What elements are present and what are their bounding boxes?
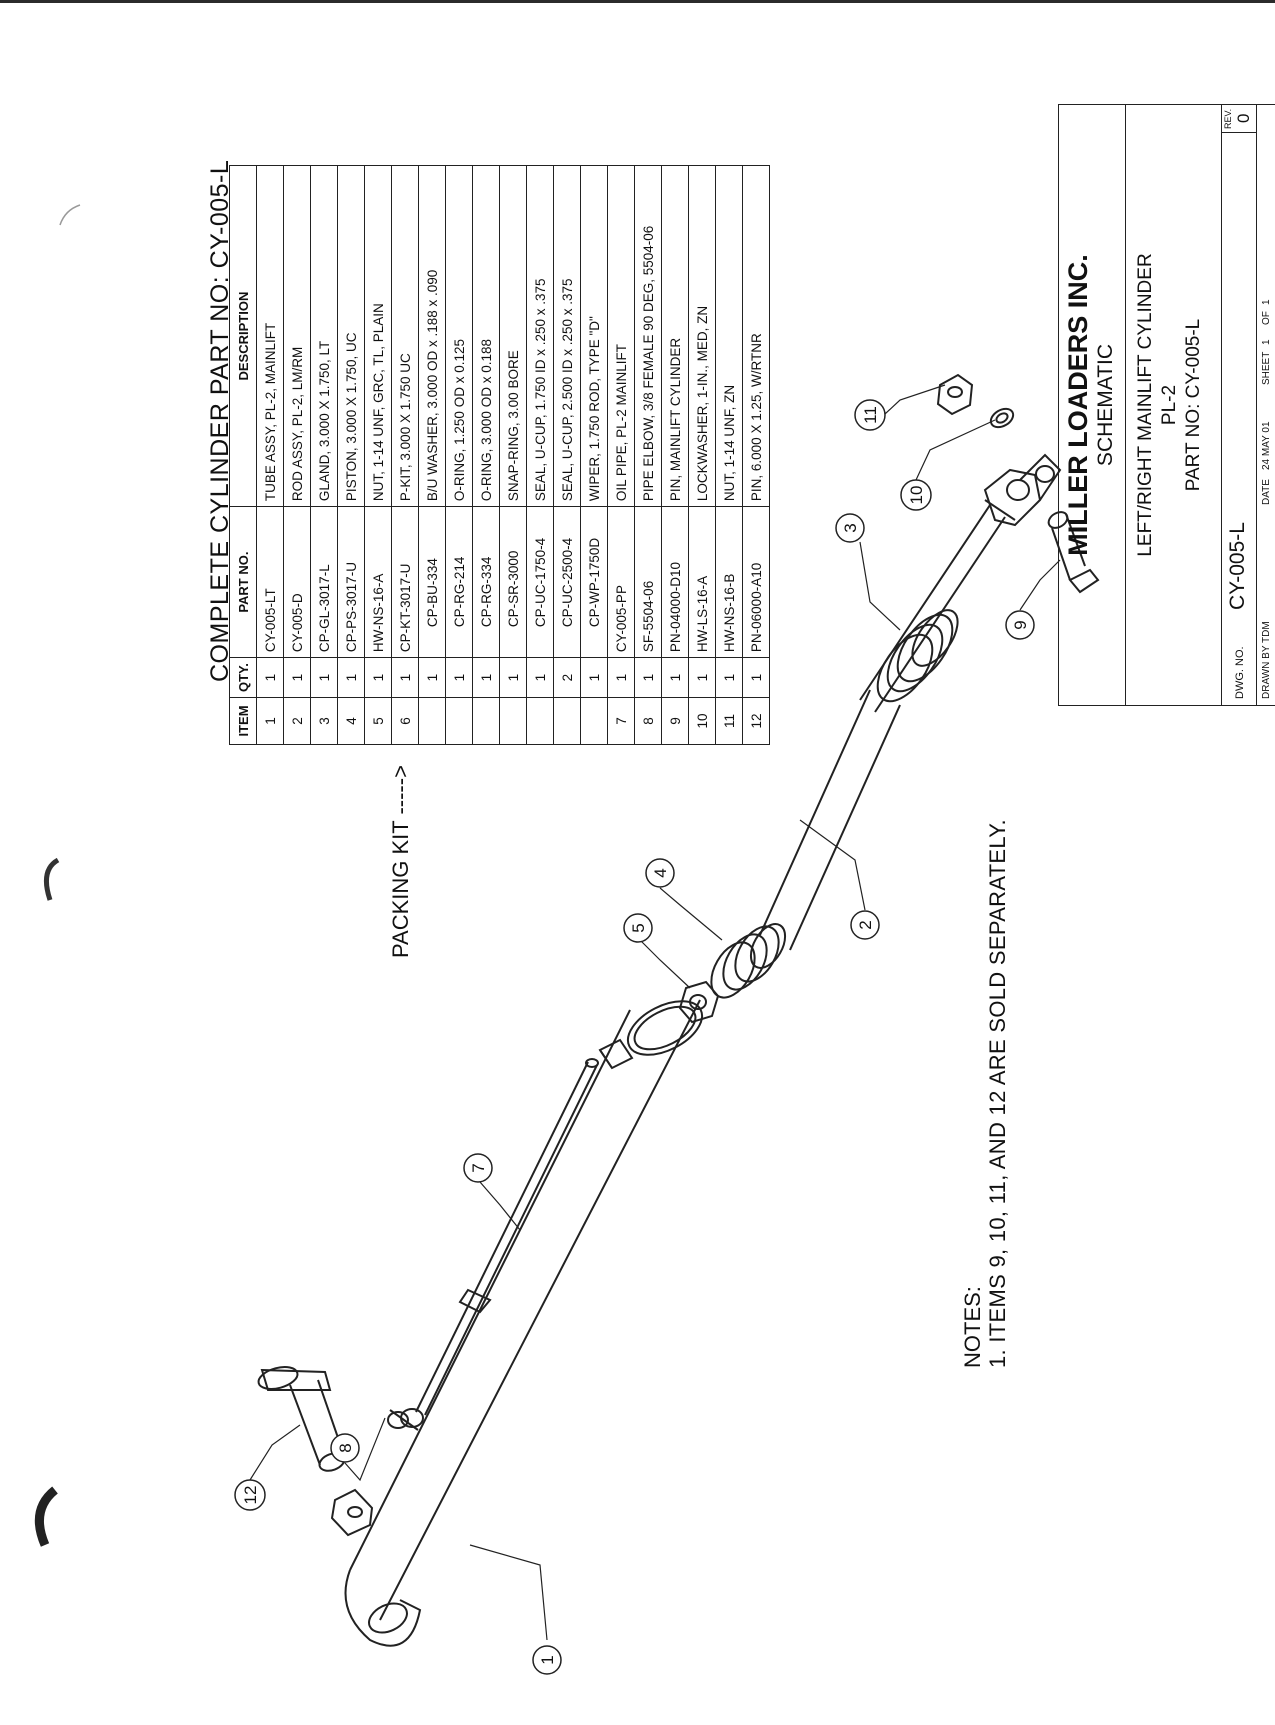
balloon-7: 7 [463,1153,493,1183]
balloon-1: 1 [532,1645,562,1675]
drawing-title-line-2: PL-2 [1159,384,1180,426]
svg-text:3: 3 [841,523,860,532]
svg-text:5: 5 [629,923,648,932]
of-label: OF [1261,311,1272,325]
oil-pipe [415,1038,634,1416]
svg-text:9: 9 [1011,620,1030,629]
sheet-label: SHEET [1261,351,1272,385]
binder-hole-mark [59,204,81,226]
balloon-12: 12 [234,1479,266,1511]
svg-text:7: 7 [469,1163,488,1172]
svg-text:1: 1 [538,1655,557,1664]
balloon-10: 10 [900,479,932,511]
svg-text:11: 11 [861,406,880,424]
notes-heading: NOTES: [960,1286,985,1368]
balloon-8: 8 [330,1433,360,1463]
svg-text:4: 4 [651,868,670,877]
retainer-pin [257,1366,346,1472]
tube-assembly [330,999,704,1647]
company-name: MILLER LOADERS INC. [1063,254,1093,556]
notes-line-1: 1. ITEMS 9, 10, 11, AND 12 ARE SOLD SEPA… [985,819,1010,1368]
drawn-by-label: DRAWN BY [1261,645,1272,699]
balloon-2: 2 [850,910,880,940]
svg-text:8: 8 [336,1443,355,1452]
svg-text:2: 2 [856,920,875,929]
svg-text:10: 10 [907,486,926,505]
piston-nut [678,980,720,1024]
drawing-title-line-3: PART NO: CY-005-L [1183,318,1204,492]
sheet-type: SCHEMATIC [1094,343,1117,467]
of-value: 1 [1261,299,1272,305]
rev-label: REV. [1223,108,1233,129]
drawn-by: TDM [1261,621,1272,643]
binder-hole-mark [34,1486,58,1547]
gland [876,609,959,703]
balloon-11: 11 [854,399,886,431]
binder-hole-mark [43,857,60,901]
rod-clevis [983,453,1062,527]
piston-rod [759,499,1016,951]
rev-value: 0 [1234,113,1253,123]
leader-lines [249,384,1061,1641]
lockwasher [989,407,1015,429]
clevis-nut [936,373,974,416]
piston [710,923,787,999]
balloon-4: 4 [645,858,675,888]
title-block: MILLER LOADERS INC. SCHEMATIC LEFT/RIGHT… [1058,104,1275,706]
dwg-no-label: DWG. NO. [1234,646,1246,699]
drawing-title-line-1: LEFT/RIGHT MAINLIFT CYLINDER [1135,253,1156,557]
balloon-9: 9 [1005,610,1035,640]
balloon-3: 3 [835,513,865,543]
page-top-edge [0,0,1275,3]
sheet-value: 1 [1261,339,1272,345]
date-label: DATE [1261,479,1272,505]
dwg-no: CY-005-L [1226,522,1249,610]
balloon-5: 5 [623,913,653,943]
date-value: 24 MAY 01 [1261,421,1272,470]
svg-text:12: 12 [241,1486,260,1505]
mainlift-pin [1047,511,1100,594]
pipe-elbow [387,1408,424,1431]
